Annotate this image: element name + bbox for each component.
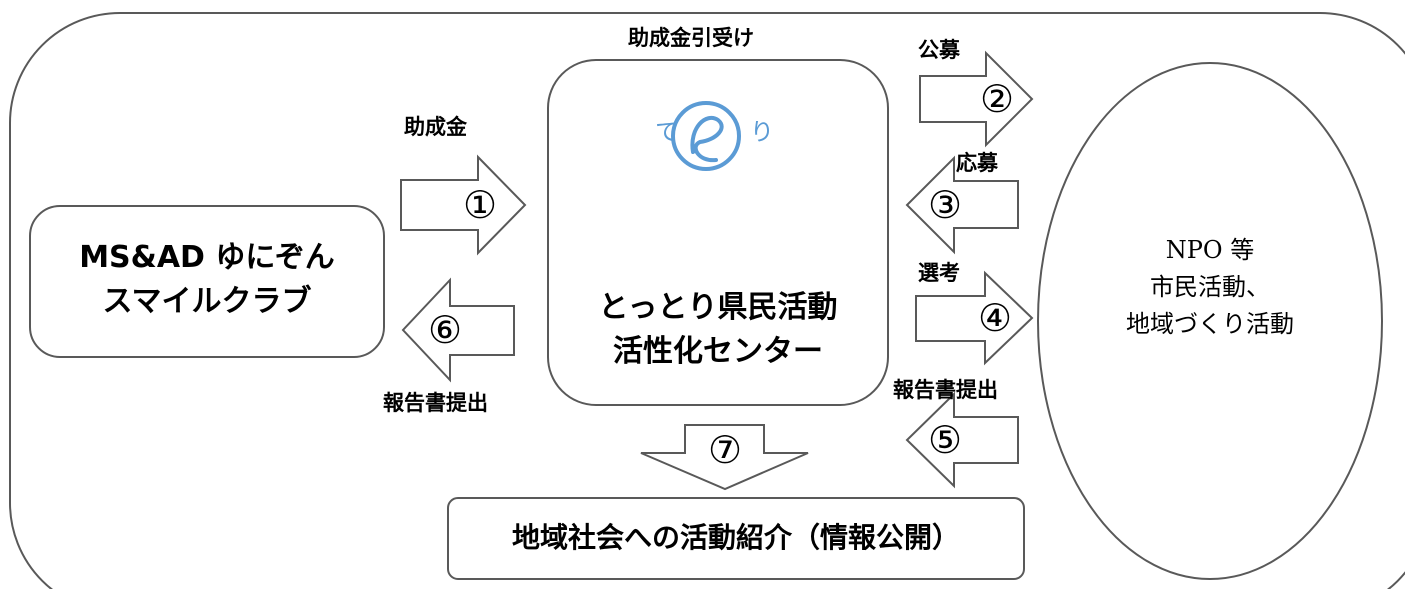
npo-label: NPO 等 市民活動、 地域づくり活動: [1038, 232, 1382, 344]
logo-right-char: り: [750, 118, 774, 146]
npo-line1: NPO 等: [1165, 236, 1255, 264]
arrow-1-grant: [400, 154, 527, 256]
step6-label: 報告書提出: [383, 391, 488, 415]
step1-label: 助成金: [404, 115, 467, 139]
center-line1: とっとり県民活動: [598, 290, 838, 325]
step1-number: ①: [462, 183, 498, 227]
step2-label: 公募: [918, 38, 960, 62]
step4-label: 選考: [918, 261, 960, 285]
arrow-4-select: [915, 270, 1034, 366]
community-label: 地域社会への活動紹介（情報公開）: [511, 521, 960, 554]
center-label: とっとり県民活動 活性化センター: [548, 286, 888, 373]
logo-left-char: て: [655, 118, 679, 146]
outer-frame: [9, 12, 1405, 589]
arrow-7-publish: [640, 424, 809, 491]
arrow-2-call: [919, 50, 1034, 148]
npo-line3: 地域づくり活動: [1126, 310, 1294, 339]
funder-label: MS&AD ゆにぞん スマイルクラブ: [30, 236, 384, 323]
npo-line2: 市民活動、: [1150, 273, 1270, 302]
community-box: [447, 497, 1025, 580]
arrow-6-report: [401, 277, 515, 383]
step5-number: ⑤: [927, 418, 963, 462]
arrow-3-apply: [905, 155, 1019, 255]
step3-label: 応募: [956, 151, 998, 175]
step4-number: ④: [977, 296, 1013, 340]
teto-logo: [671, 101, 741, 171]
center-top-label: 助成金引受け: [628, 26, 754, 50]
arrow-5-report: [905, 391, 1019, 489]
step7-number: ⑦: [707, 428, 743, 472]
funder-box: [29, 205, 385, 358]
funder-line1: MS&AD ゆにぞん: [79, 240, 335, 275]
step2-number: ②: [979, 77, 1015, 121]
step5-label: 報告書提出: [893, 378, 998, 402]
npo-ellipse: [1037, 62, 1383, 580]
funder-line2: スマイルクラブ: [102, 283, 312, 319]
center-line2: 活性化センター: [613, 333, 823, 369]
step3-number: ③: [927, 183, 963, 227]
center-box: [547, 59, 889, 406]
step6-number: ⑥: [427, 308, 463, 352]
